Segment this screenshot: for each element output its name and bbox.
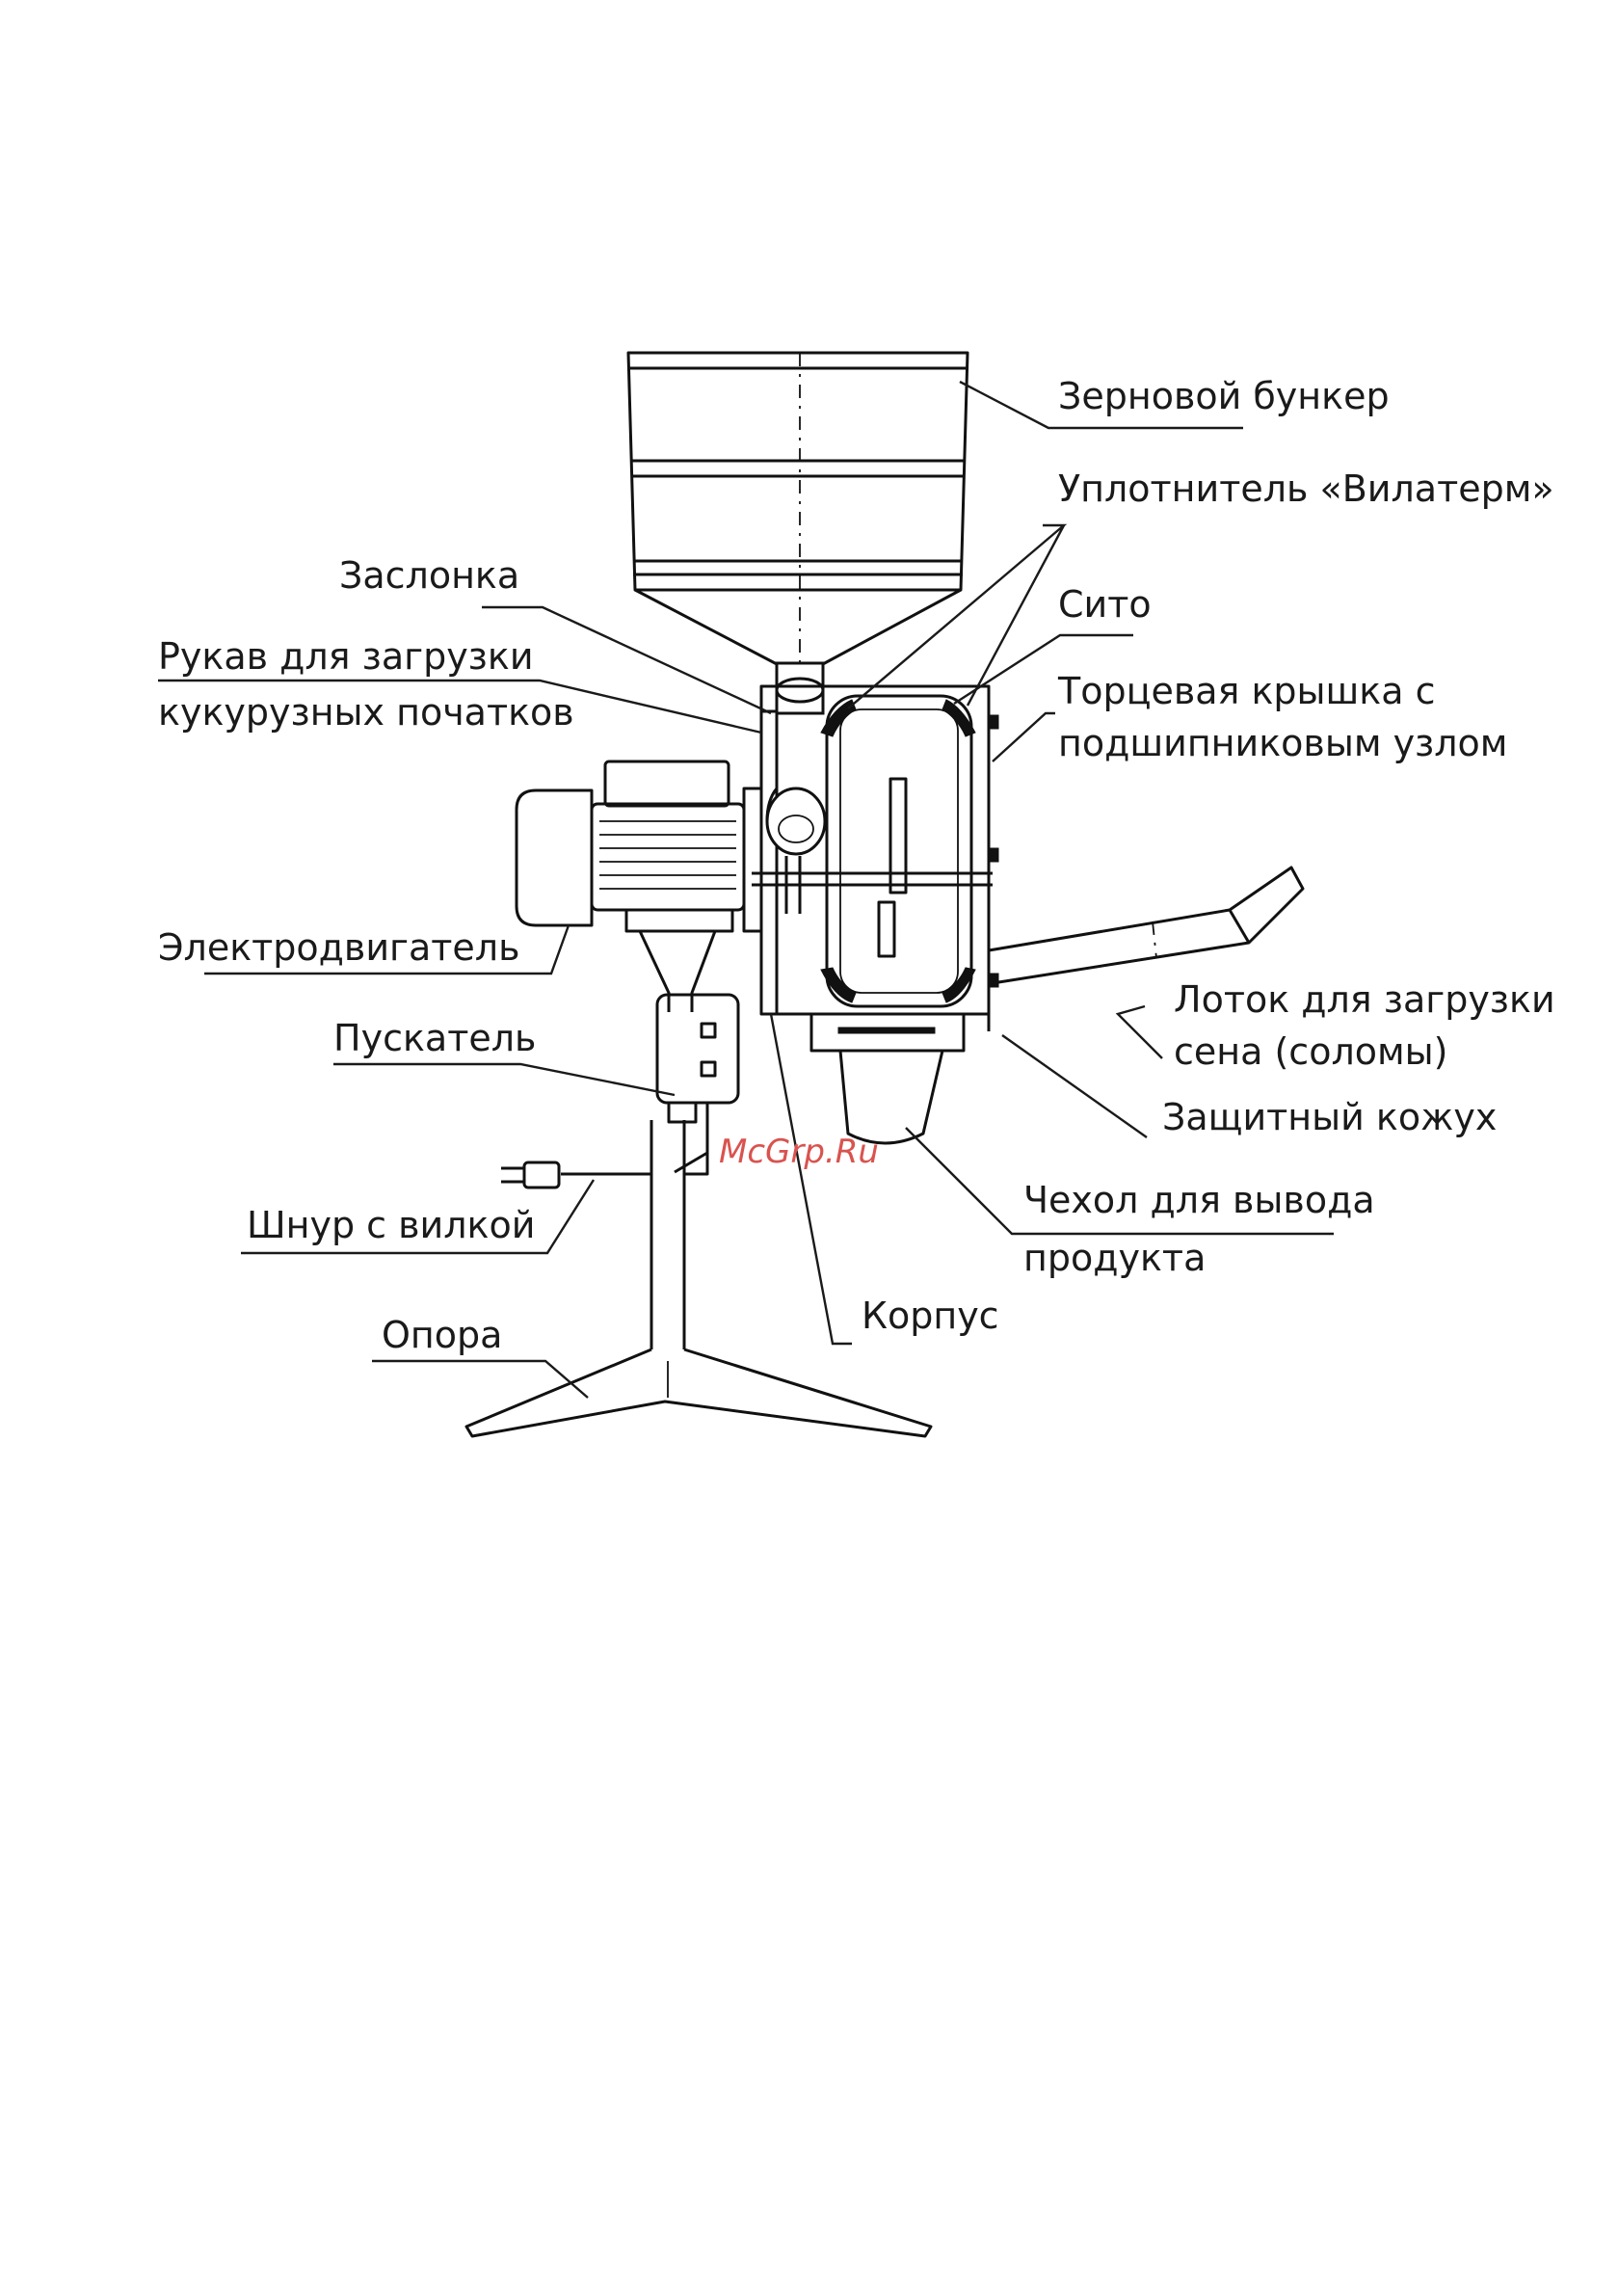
outlet-cover [811, 1014, 964, 1143]
hay-tray [989, 868, 1303, 983]
electric-motor [517, 761, 761, 931]
grain-hopper [628, 353, 968, 677]
label-end-cover-line1: Торцевая крышка с [1057, 670, 1436, 712]
label-body: Корпус [862, 1295, 999, 1337]
label-cover-line2: продукта [1023, 1237, 1206, 1279]
label-tray-line1: Лоток для загрузки [1174, 978, 1555, 1021]
label-sleeve-line1: Рукав для загрузки [158, 635, 534, 678]
label-end-cover-line2: подшипниковым узлом [1058, 722, 1507, 764]
label-motor: Электродвигатель [158, 926, 519, 969]
label-sleeve-line2: кукурузных початков [158, 691, 574, 734]
label-seal: Уплотнитель «Вилатерм» [1058, 467, 1554, 510]
label-sieve: Сито [1058, 583, 1152, 626]
label-starter: Пускатель [333, 1017, 536, 1059]
label-cover-line1: Чехол для вывода [1023, 1179, 1375, 1221]
watermark: McGrp.Ru [719, 1133, 879, 1171]
housing [752, 663, 998, 1031]
label-tray-line2: сена (соломы) [1174, 1030, 1447, 1073]
label-hopper: Зерновой бункер [1058, 375, 1390, 417]
label-damper: Заслонка [339, 554, 519, 597]
part-labels: Зерновой бункер Уплотнитель «Вилатерм» З… [158, 375, 1555, 1356]
label-guard: Защитный кожух [1162, 1096, 1497, 1138]
label-support: Опора [382, 1314, 502, 1356]
label-cord: Шнур с вилкой [247, 1204, 535, 1246]
